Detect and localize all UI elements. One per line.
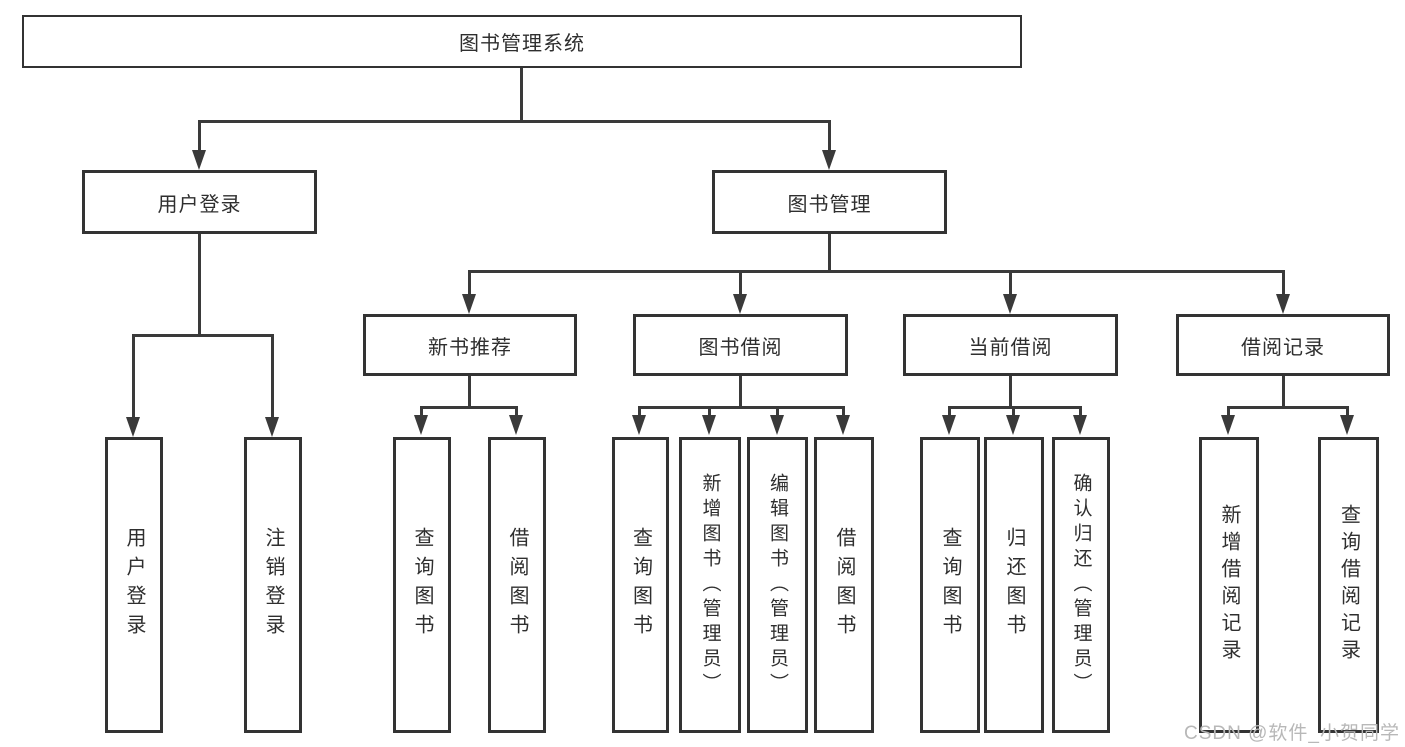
arrow-down-icon [1276,294,1290,314]
arrow-down-icon [509,415,523,435]
connector-line [468,270,471,298]
leaf-label: 借阅图书 [833,527,855,643]
connector-line [1012,406,1015,419]
node-borrowing-records: 借阅记录 [1176,314,1390,376]
leaf-user-login: 用户登录 [105,437,163,733]
leaf-label: 确认归还（管理员） [1070,472,1092,698]
leaf-query-books-current: 查询图书 [920,437,980,733]
leaf-add-books-admin: 新增图书（管理员） [679,437,741,733]
leaf-label: 查询图书 [629,527,652,643]
leaf-label: 查询图书 [411,527,433,643]
node-book-borrowing: 图书借阅 [633,314,848,376]
connector-line [739,376,742,409]
connector-line [638,406,641,419]
node-current-borrowing: 当前借阅 [903,314,1118,376]
leaf-label: 注销登录 [262,527,284,643]
connector-line [1009,270,1012,298]
leaf-query-books-borrowing: 查询图书 [612,437,669,733]
connector-line [739,270,742,298]
connector-line [708,406,711,419]
csdn-watermark: CSDN @软件_小贺同学 [1184,723,1400,744]
arrow-down-icon [1340,415,1354,435]
leaf-label: 编辑图书（管理员） [767,472,788,698]
connector-line [948,406,951,419]
connector-line [520,68,523,122]
arrow-down-icon [836,415,850,435]
connector-line [468,270,1285,273]
connector-line [515,406,518,419]
node-user-login: 用户登录 [82,170,317,234]
connector-line [420,406,518,409]
leaf-label: 新增图书（管理员） [699,472,721,698]
connector-line [132,334,274,337]
arrow-down-icon [414,415,428,435]
node-book-management: 图书管理 [712,170,947,234]
root-node-library-system: 图书管理系统 [22,15,1022,68]
leaf-label: 查询借阅记录 [1337,504,1360,666]
arrow-down-icon [770,415,784,435]
connector-line [1282,270,1285,298]
arrow-down-icon [702,415,716,435]
leaf-label: 用户登录 [123,527,145,643]
arrow-down-icon [126,417,140,437]
arrow-down-icon [1006,415,1020,435]
leaf-borrow-books-borrowing: 借阅图书 [814,437,874,733]
leaf-query-borrow-record: 查询借阅记录 [1318,437,1379,733]
leaf-label: 查询图书 [939,527,961,643]
connector-line [198,120,831,123]
connector-line [1227,406,1230,419]
leaf-label: 归还图书 [1003,527,1025,643]
leaf-borrow-books-recommend: 借阅图书 [488,437,546,733]
connector-line [468,376,471,409]
leaf-edit-books-admin: 编辑图书（管理员） [747,437,808,733]
leaf-logout: 注销登录 [244,437,302,733]
arrow-down-icon [733,294,747,314]
connector-line [842,406,845,419]
connector-line [132,334,135,423]
connector-line [1346,406,1349,419]
arrow-down-icon [192,150,206,170]
connector-line [271,334,274,423]
connector-line [1079,406,1082,419]
connector-line [1009,376,1012,409]
leaf-query-books-recommend: 查询图书 [393,437,451,733]
connector-line [776,406,779,419]
leaf-add-borrow-record: 新增借阅记录 [1199,437,1259,733]
leaf-return-books: 归还图书 [984,437,1044,733]
leaf-label: 新增借阅记录 [1218,504,1240,666]
arrow-down-icon [942,415,956,435]
connector-line [828,234,831,272]
arrow-down-icon [462,294,476,314]
arrow-down-icon [1221,415,1235,435]
node-new-book-recommend: 新书推荐 [363,314,577,376]
arrow-down-icon [1073,415,1087,435]
connector-line [1227,406,1348,409]
connector-line [638,406,845,409]
leaf-label: 借阅图书 [506,527,528,643]
connector-line [420,406,423,419]
connector-line [198,120,201,156]
arrow-down-icon [632,415,646,435]
connector-line [198,234,201,337]
arrow-down-icon [822,150,836,170]
arrow-down-icon [1003,294,1017,314]
connector-line [1282,376,1285,409]
arrow-down-icon [265,417,279,437]
leaf-confirm-return-admin: 确认归还（管理员） [1052,437,1110,733]
connector-line [828,120,831,156]
